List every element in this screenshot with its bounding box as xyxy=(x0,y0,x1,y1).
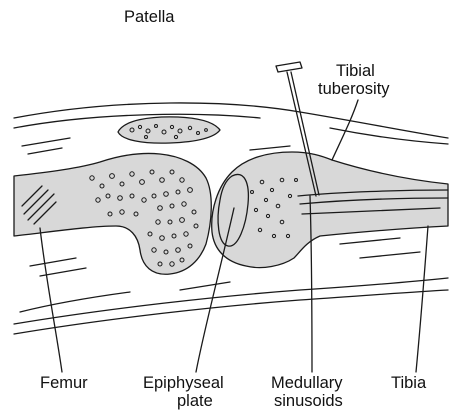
soft-tissue-line-bottom xyxy=(14,290,448,334)
needle-cap xyxy=(276,62,302,72)
label-epiphyseal-line1: Epiphyseal xyxy=(143,374,224,393)
label-epiphyseal-line2: plate xyxy=(177,392,213,411)
label-medullary-line1: Medullary xyxy=(271,374,343,393)
tissue-stroke xyxy=(30,258,76,266)
leader-tibial-tuberosity xyxy=(332,100,358,160)
skin-outline-top xyxy=(14,103,448,138)
tissue-stroke xyxy=(22,138,70,146)
label-tibia: Tibia xyxy=(391,374,426,393)
tissue-stroke xyxy=(180,282,230,290)
label-patella: Patella xyxy=(124,8,174,27)
skin-outline-bottom xyxy=(14,278,448,324)
tissue-stroke xyxy=(360,252,420,258)
leader-tibia xyxy=(416,226,428,372)
tissue-stroke xyxy=(250,146,290,150)
label-femur: Femur xyxy=(40,374,88,393)
label-tibial-tuberosity-line2: tuberosity xyxy=(318,80,390,99)
leader-femur xyxy=(40,228,62,372)
tissue-stroke xyxy=(340,238,400,244)
label-medullary-line2: sinusoids xyxy=(274,392,343,411)
label-tibial-tuberosity-line1: Tibial xyxy=(336,62,375,81)
soft-tissue-line-top2 xyxy=(330,128,448,144)
tissue-stroke xyxy=(28,148,62,154)
